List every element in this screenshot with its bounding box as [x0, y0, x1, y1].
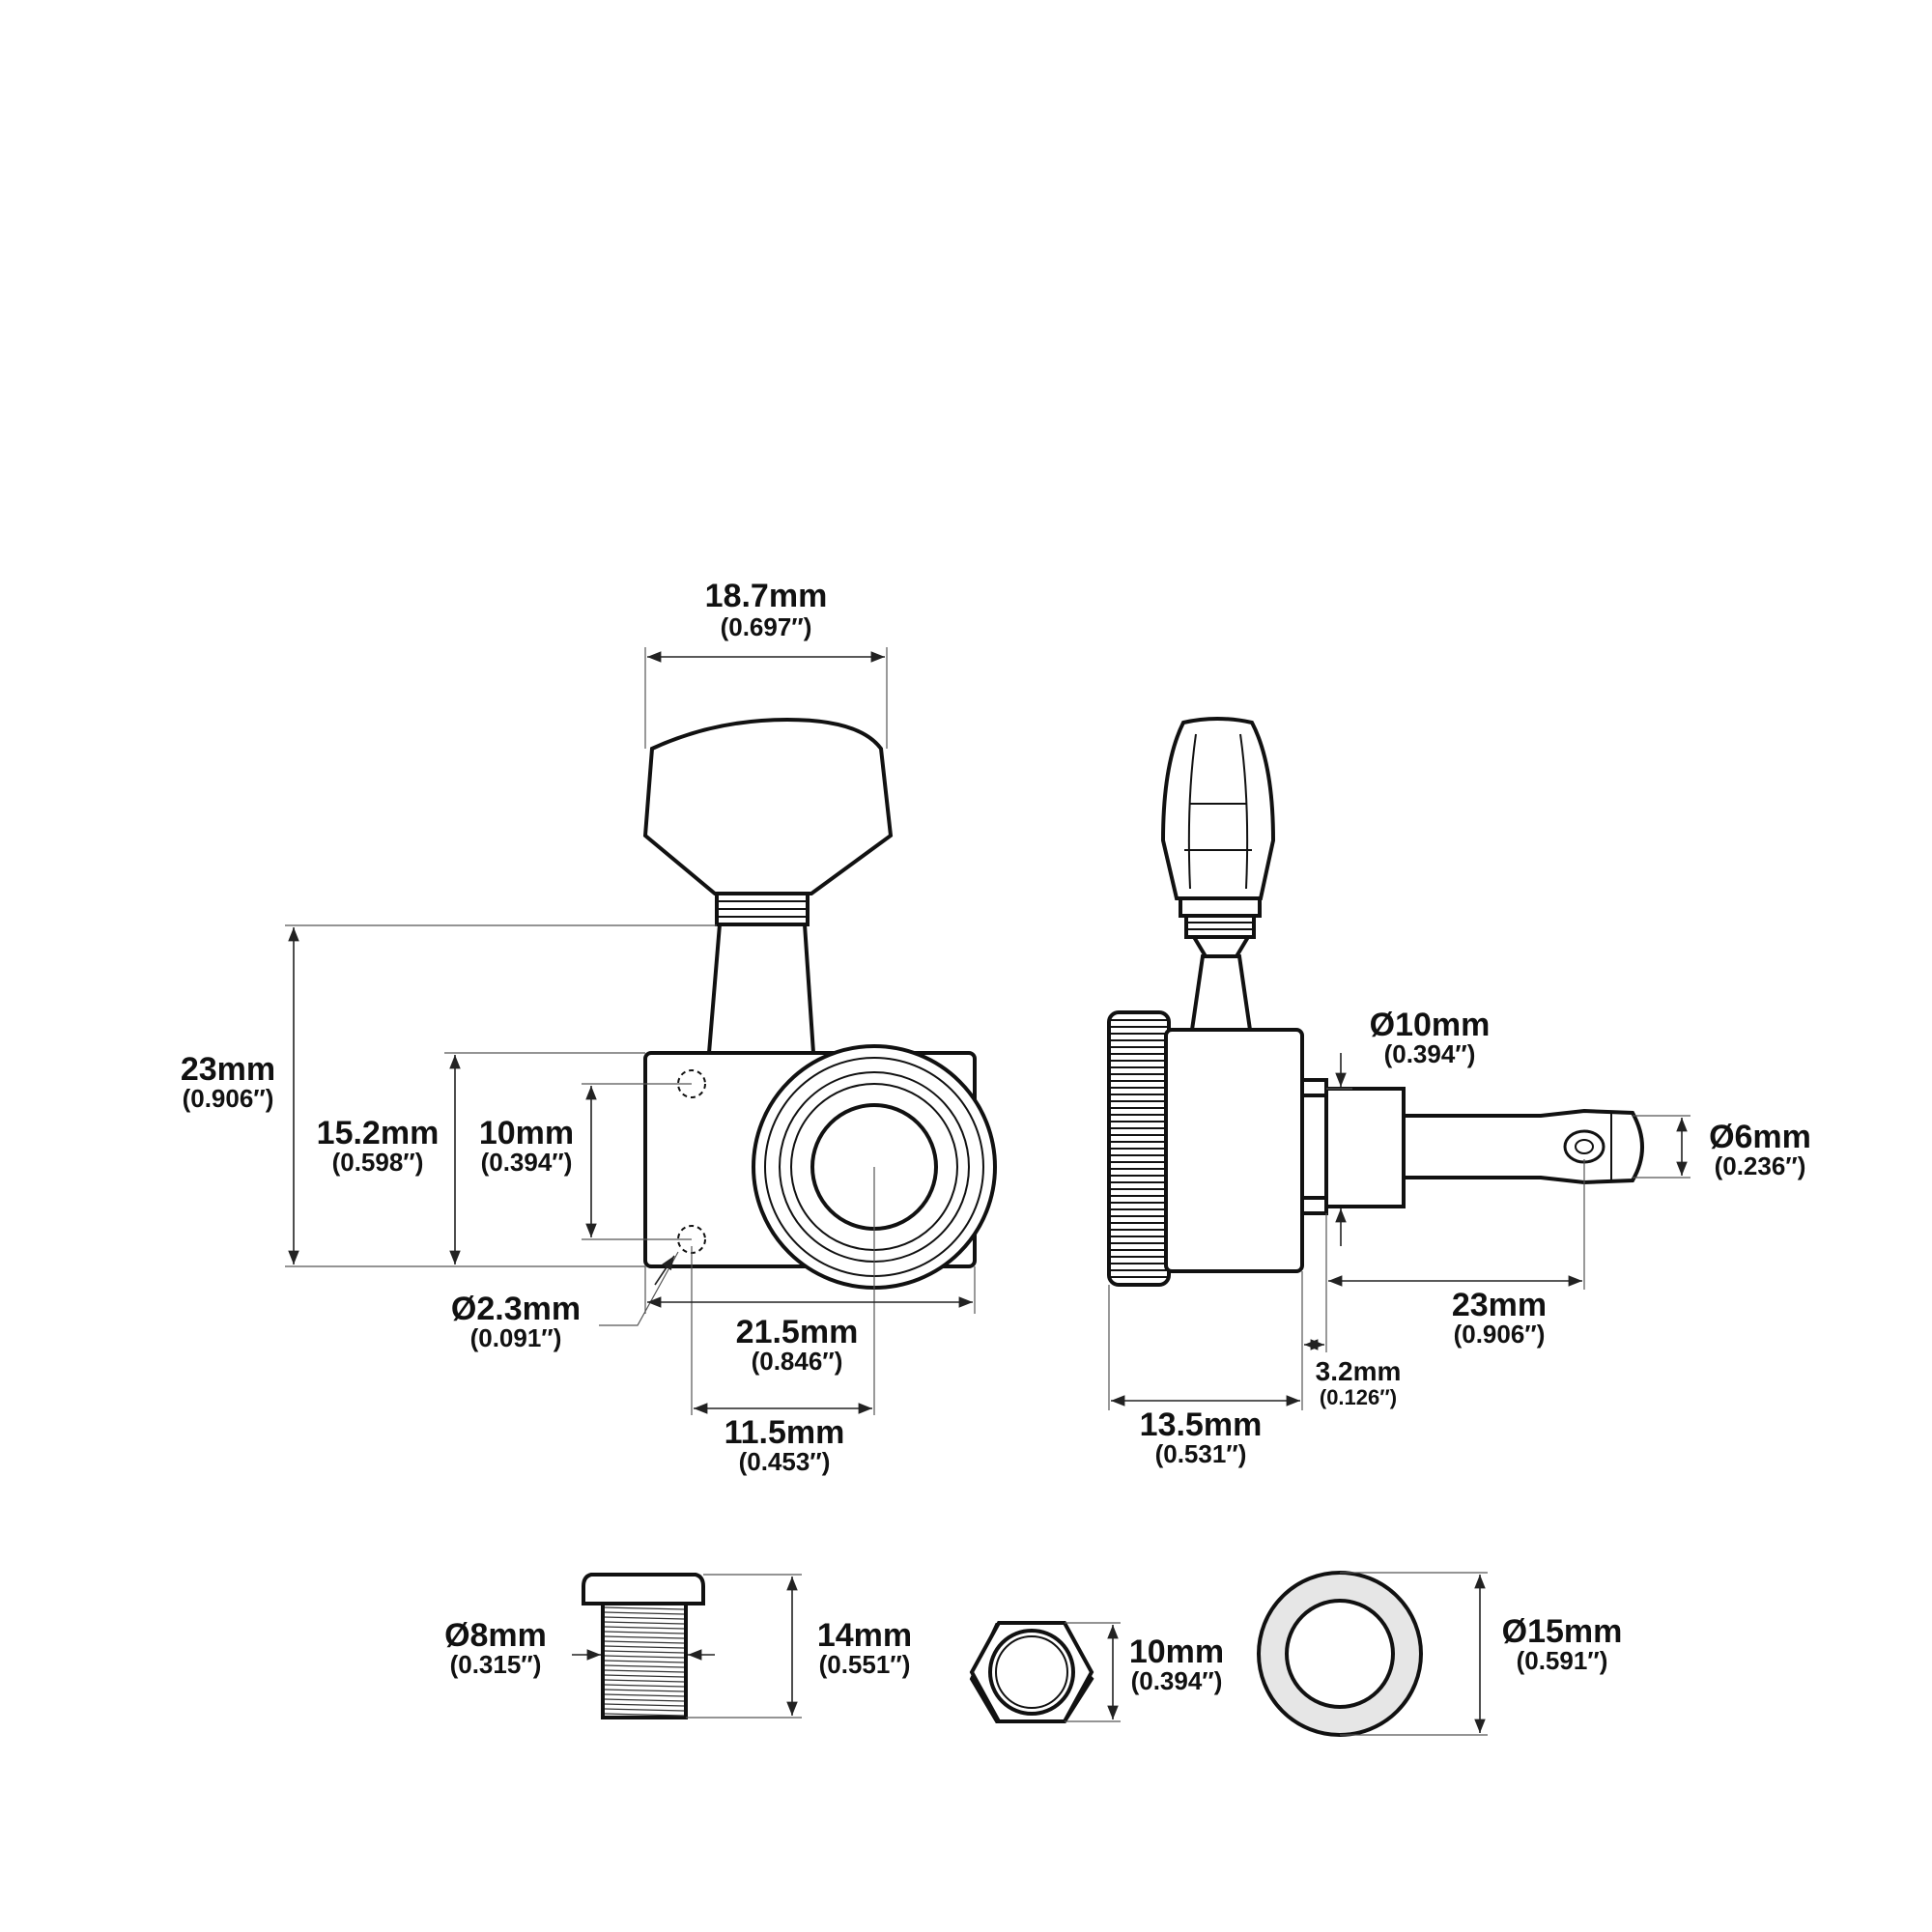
- post-length-label: 23mm: [1452, 1287, 1547, 1323]
- button-width-inch: (0.697″): [721, 612, 812, 641]
- nut-thread-dia-inch: (0.315″): [450, 1650, 542, 1679]
- gear-knurl: [1111, 1019, 1167, 1278]
- tuner-button: [642, 717, 894, 895]
- flange-inch: (0.126″): [1320, 1385, 1397, 1409]
- side-view: Ø10mm (0.394″) Ø6mm (0.236″) 23mm (0.906…: [1107, 717, 1811, 1468]
- threaded-nut: Ø8mm (0.315″) 14mm (0.551″): [444, 1573, 912, 1719]
- nut-height-label: 14mm: [817, 1617, 912, 1654]
- nut-thread-dia-label: Ø8mm: [444, 1617, 547, 1654]
- hole-to-post-label: 11.5mm: [724, 1414, 845, 1451]
- overall-height-inch: (0.906″): [183, 1084, 274, 1113]
- flange-label: 3.2mm: [1316, 1356, 1402, 1386]
- bushing-dia-label: Ø10mm: [1370, 1007, 1491, 1043]
- housing-height-inch: (0.598″): [332, 1148, 424, 1177]
- post-dia-inch: (0.236″): [1715, 1151, 1806, 1180]
- button-width-label: 18.7mm: [705, 578, 828, 614]
- washer-dia-inch: (0.591″): [1517, 1646, 1608, 1675]
- hole-diameter-label: Ø2.3mm: [451, 1291, 581, 1327]
- string-post: [1402, 1108, 1644, 1185]
- hole-diameter-inch: (0.091″): [470, 1323, 562, 1352]
- bushing-dia-inch: (0.394″): [1384, 1039, 1476, 1068]
- hex-nut-inch: (0.394″): [1131, 1666, 1223, 1695]
- button-collar-side: [1179, 896, 1262, 958]
- hex-nut-label: 10mm: [1129, 1634, 1224, 1670]
- housing-height-label: 15.2mm: [317, 1115, 440, 1151]
- button-side: [1160, 717, 1276, 900]
- post-bushing-side: [1324, 1087, 1406, 1208]
- nut-height-inch: (0.551″): [819, 1650, 911, 1679]
- side-depth-label: 13.5mm: [1140, 1406, 1263, 1443]
- hole-spacing-label: 10mm: [479, 1115, 574, 1151]
- housing-length-label: 21.5mm: [736, 1314, 859, 1350]
- hole-to-post-inch: (0.453″): [739, 1447, 831, 1476]
- post-dia-label: Ø6mm: [1709, 1119, 1811, 1155]
- button-shaft: [706, 923, 816, 1055]
- side-depth-inch: (0.531″): [1155, 1439, 1247, 1468]
- post-length-inch: (0.906″): [1454, 1320, 1546, 1349]
- front-view: 18.7mm (0.697″) 23mm (0.906″) 15.2mm (0.…: [181, 578, 997, 1476]
- hex-nut: 10mm (0.394″): [969, 1621, 1224, 1723]
- washer: Ø15mm (0.591″): [1257, 1571, 1623, 1737]
- washer-dia-label: Ø15mm: [1502, 1613, 1623, 1650]
- overall-height-label: 23mm: [181, 1051, 275, 1088]
- housing-side: [1164, 1028, 1304, 1273]
- housing-length-inch: (0.846″): [752, 1347, 843, 1376]
- hole-spacing-inch: (0.394″): [481, 1148, 573, 1177]
- button-collar: [715, 892, 810, 926]
- screw-hole-top: [677, 1069, 706, 1098]
